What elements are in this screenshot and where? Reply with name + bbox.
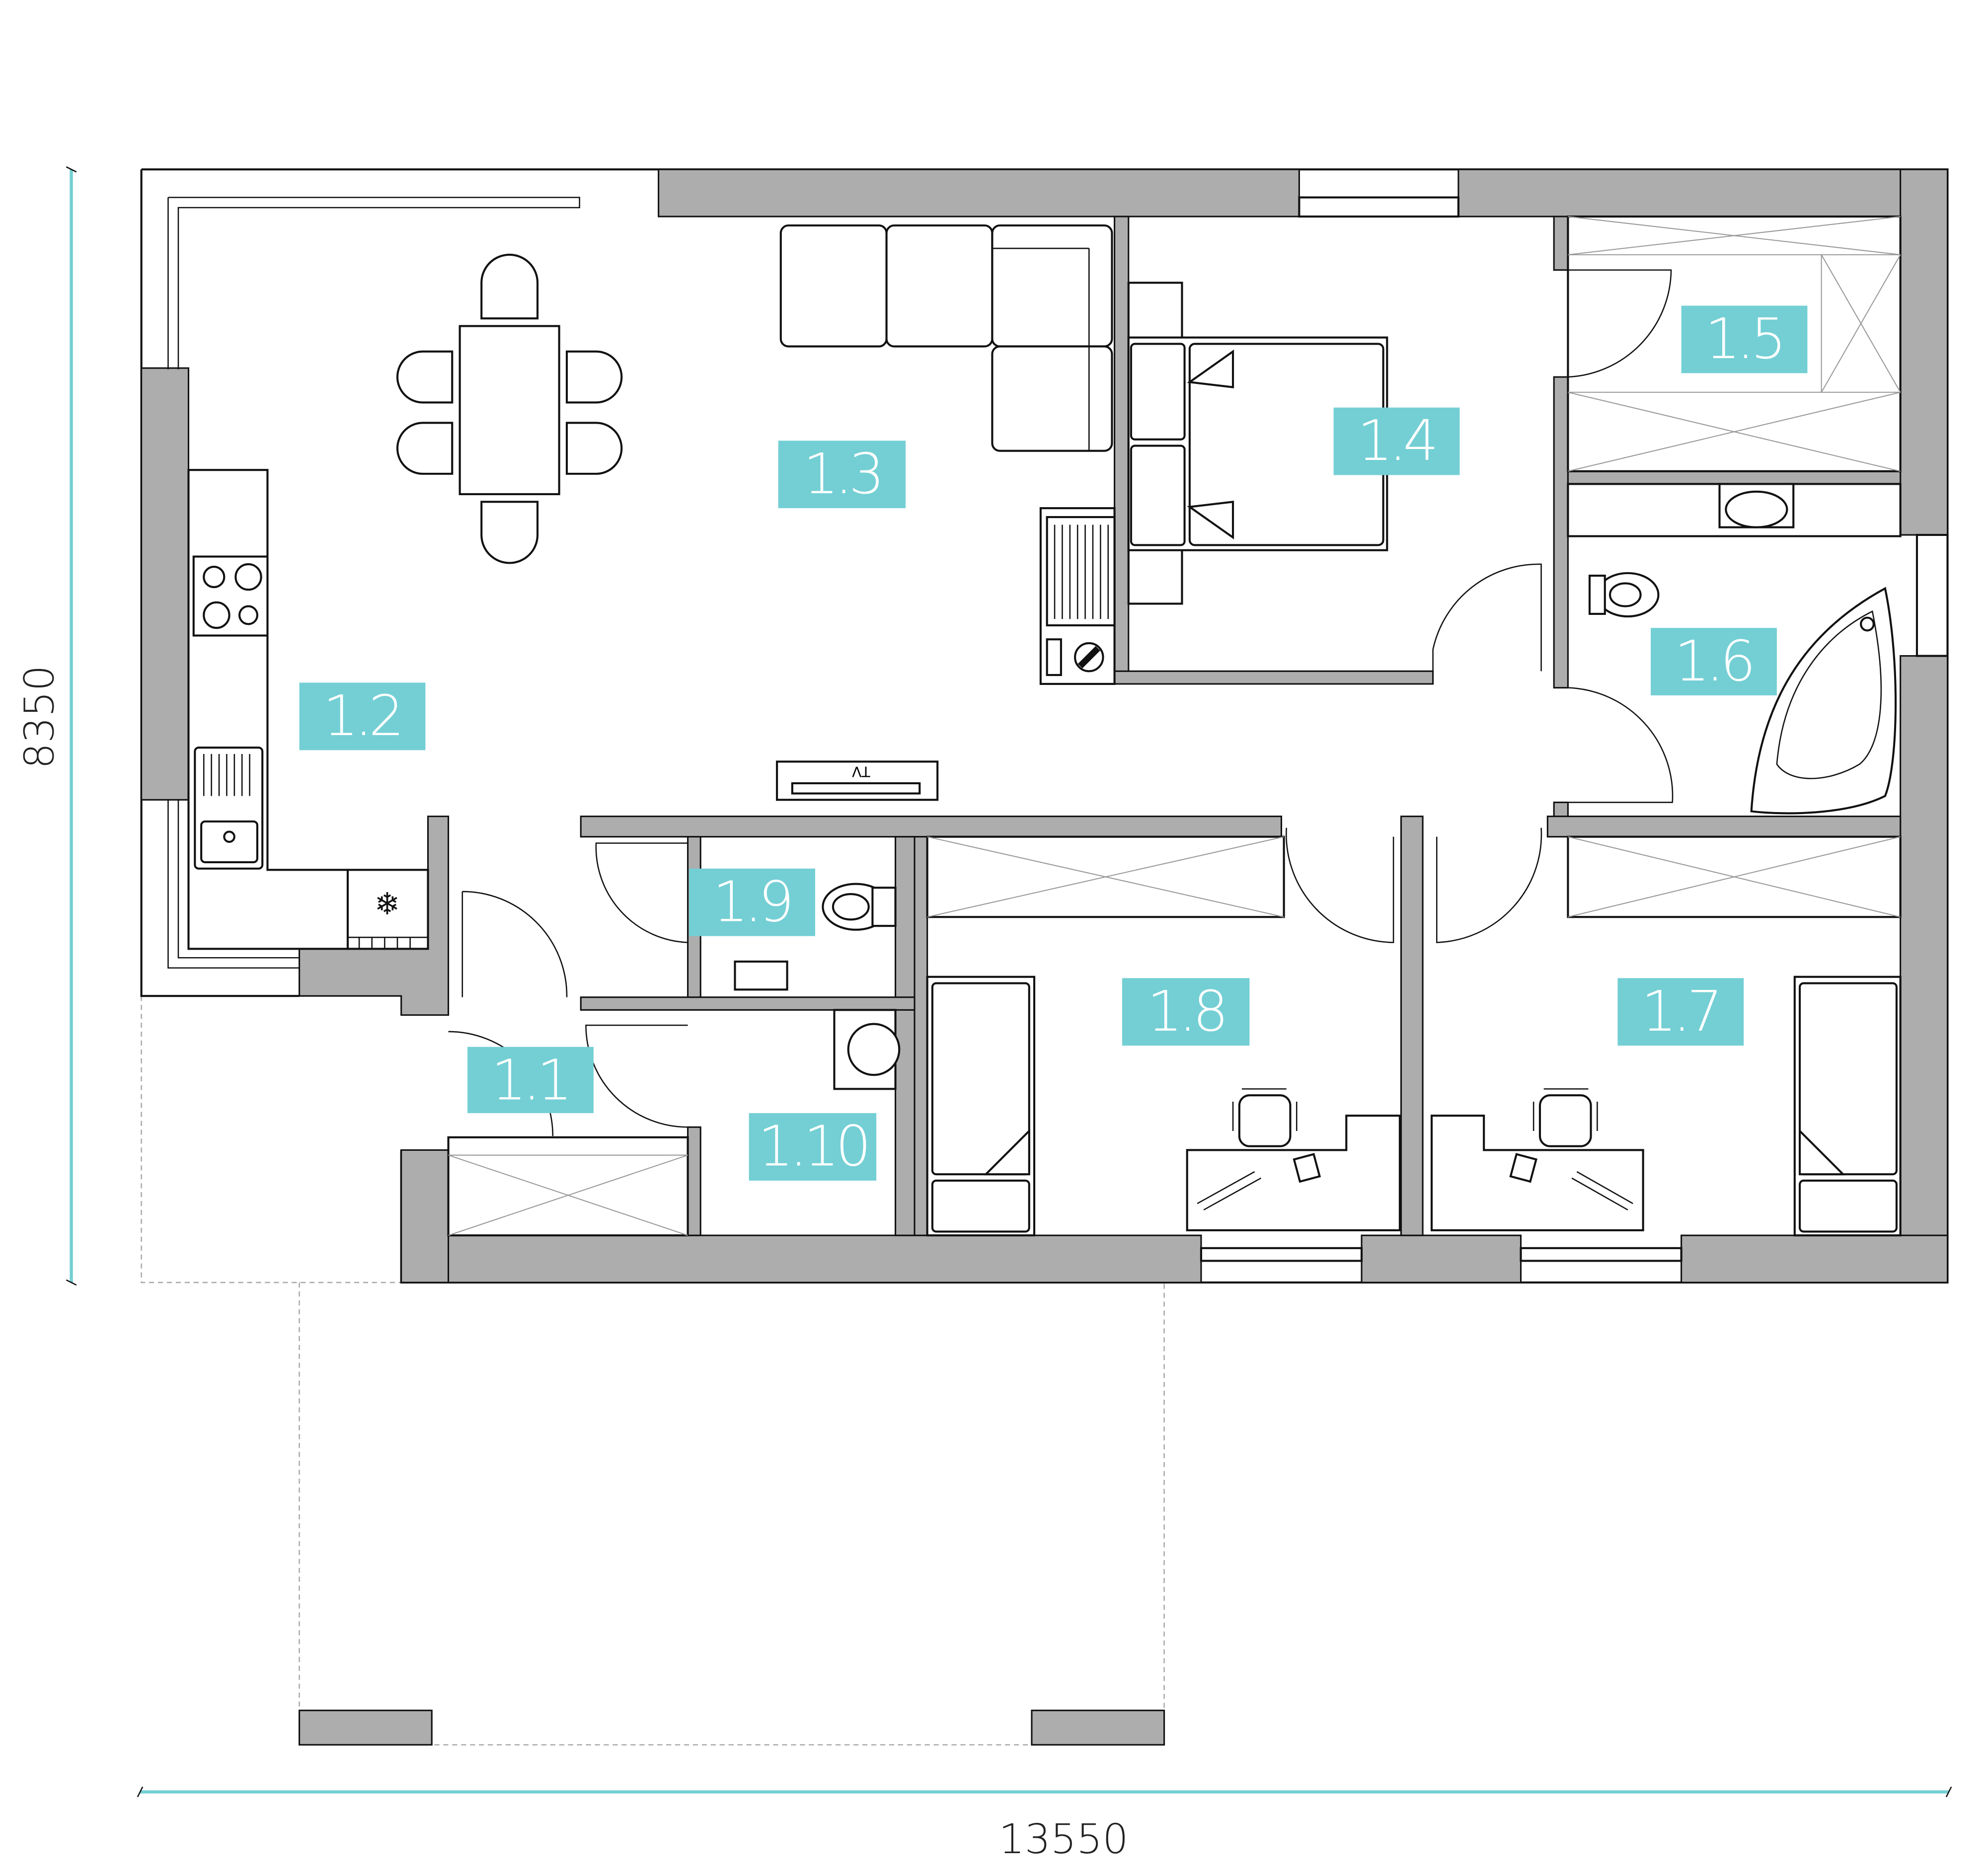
room-label-1.3: 1.3 bbox=[778, 441, 906, 509]
single-beds bbox=[926, 976, 1902, 1237]
room-label-1.4: 1.4 bbox=[1333, 407, 1460, 475]
walls bbox=[140, 168, 1949, 1284]
svg-text:1.1: 1.1 bbox=[491, 1047, 568, 1113]
svg-text:1.9: 1.9 bbox=[713, 869, 790, 934]
room-label-1.6: 1.6 bbox=[1651, 628, 1777, 696]
height-dimension: 8350 bbox=[16, 166, 77, 1286]
svg-text:1.10: 1.10 bbox=[758, 1114, 867, 1179]
bathroom-fixtures bbox=[1567, 483, 1902, 815]
dining-table bbox=[396, 253, 623, 564]
freezer-icon: ❄ bbox=[375, 888, 400, 921]
room-label-1.10: 1.10 bbox=[749, 1113, 877, 1181]
svg-text:1.8: 1.8 bbox=[1147, 978, 1224, 1044]
room-label-1.8: 1.8 bbox=[1122, 978, 1250, 1046]
terrace-outline bbox=[141, 996, 1165, 1746]
tv-stand: TV bbox=[776, 760, 939, 801]
svg-text:1.7: 1.7 bbox=[1641, 978, 1719, 1044]
desks bbox=[1186, 1088, 1644, 1232]
fireplace bbox=[1039, 507, 1116, 685]
tv-label: TV bbox=[851, 763, 870, 780]
room-label-1.9: 1.9 bbox=[689, 868, 816, 936]
svg-text:1.5: 1.5 bbox=[1705, 306, 1782, 372]
windows bbox=[167, 196, 1949, 1262]
room-label-1.7: 1.7 bbox=[1617, 978, 1744, 1046]
width-dimension: 13550 bbox=[137, 1786, 1952, 1863]
sofa bbox=[779, 224, 1113, 452]
wc-fixtures bbox=[734, 883, 901, 1090]
height-dimension-label: 8350 bbox=[16, 665, 64, 769]
room-label-1.5: 1.5 bbox=[1681, 305, 1808, 374]
wardrobes bbox=[447, 215, 1902, 1237]
room-label-1.1: 1.1 bbox=[467, 1047, 594, 1114]
svg-text:1.2: 1.2 bbox=[323, 683, 400, 749]
svg-text:1.4: 1.4 bbox=[1357, 408, 1435, 473]
svg-text:1.6: 1.6 bbox=[1675, 628, 1752, 694]
kitchen-counter: ❄ bbox=[187, 469, 429, 950]
room-label-1.2: 1.2 bbox=[299, 682, 426, 750]
width-dimension-label: 13550 bbox=[999, 1816, 1129, 1863]
svg-text:1.3: 1.3 bbox=[803, 441, 881, 507]
